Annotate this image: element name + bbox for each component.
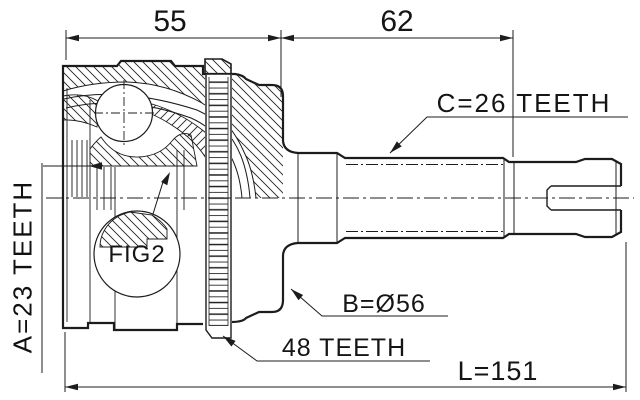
ball-center-cross <box>94 80 156 148</box>
label-48-teeth: 48 TEETH <box>281 334 407 362</box>
label-c-arrow <box>390 141 402 153</box>
spline-pitch-lines <box>346 164 504 232</box>
label-62: 62 <box>380 5 414 38</box>
bell-housing <box>61 59 285 332</box>
label-48-leader <box>222 335 430 362</box>
fig2-balloon <box>93 172 181 298</box>
fig2-leader-arrow <box>161 172 170 186</box>
label-b-diameter: B=Ø56 <box>342 290 426 318</box>
bell-outline-lower-right <box>230 255 285 324</box>
shaft-end-slot <box>546 185 621 211</box>
leaders <box>41 116 628 373</box>
label-55: 55 <box>153 5 187 38</box>
label-c-leader <box>389 116 628 154</box>
label-b-arrow <box>291 289 304 301</box>
label-b-leader <box>290 288 448 317</box>
label-l151: L=151 <box>457 356 539 386</box>
label-c-teeth: C=26 TEETH <box>436 88 612 118</box>
inner-race-hatch <box>89 133 198 167</box>
shaft-outline <box>281 140 623 256</box>
dimension-55 <box>65 30 282 97</box>
dimension-62 <box>281 30 514 157</box>
abs-ring-teeth <box>209 77 228 326</box>
dimension-length <box>64 242 627 392</box>
label-a-arrow <box>89 162 102 170</box>
fig2-detail-hatch <box>99 211 168 248</box>
label-48-arrow <box>223 336 236 347</box>
shaft <box>281 140 623 256</box>
bell-outline <box>61 59 285 332</box>
race-wedge-left <box>62 94 99 128</box>
abs-tooth-ring <box>204 58 232 339</box>
abs-ring-section-top <box>204 58 232 75</box>
label-fig2: FIG2 <box>108 241 166 268</box>
